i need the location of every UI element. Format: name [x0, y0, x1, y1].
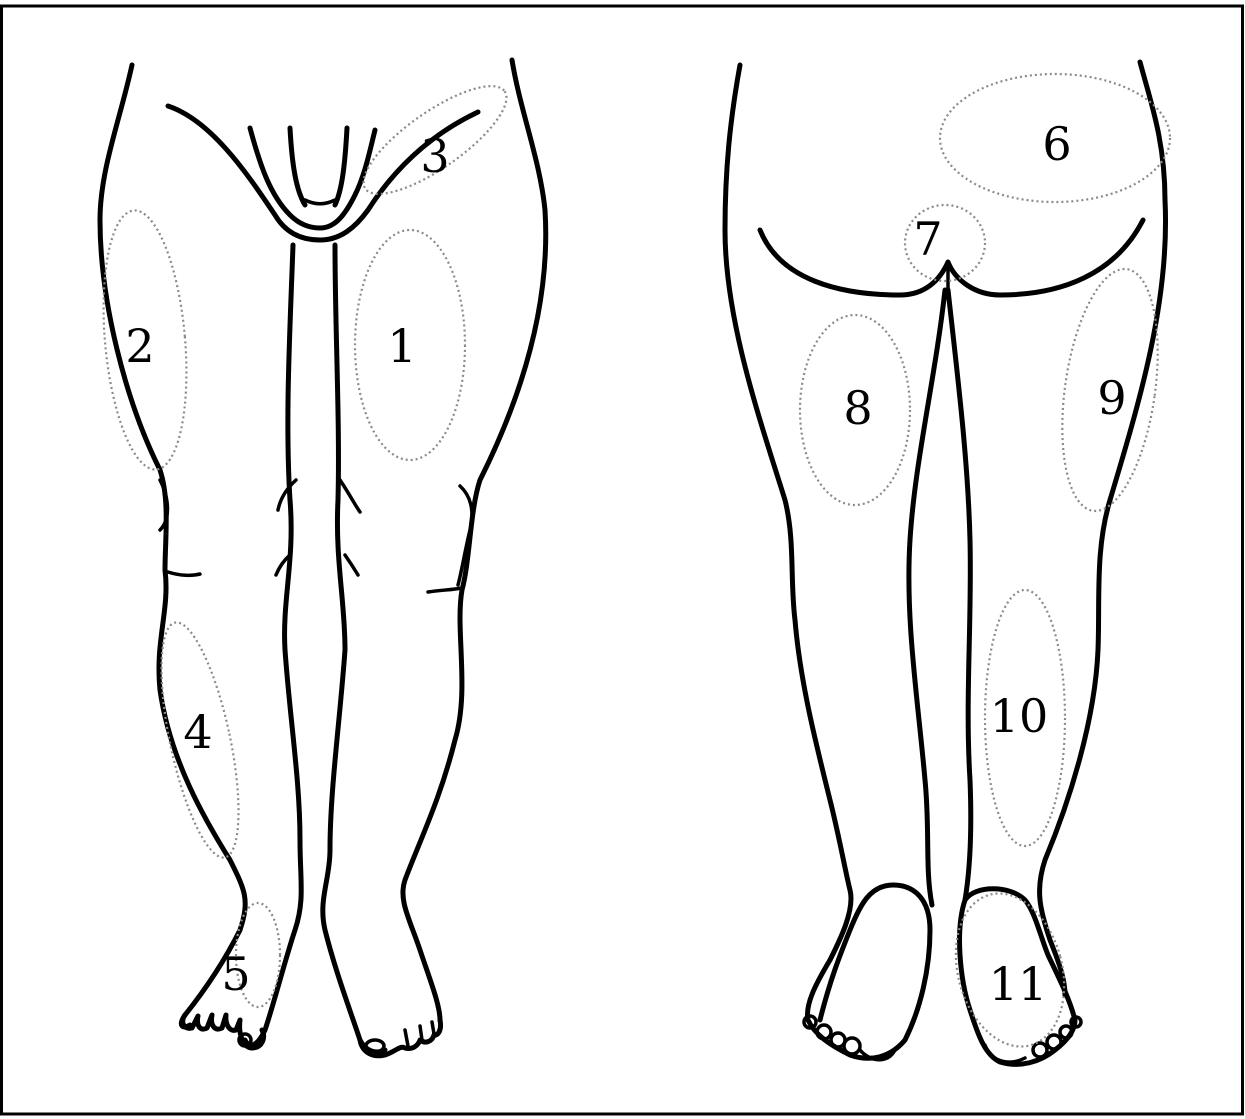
region-label-7: 7 — [913, 212, 942, 266]
front-left-leg-inner-outline — [323, 245, 385, 1052]
back-left-foot — [807, 885, 930, 1058]
figure-border — [2, 6, 1243, 1114]
front-left-leg-outer-outline — [403, 60, 546, 1020]
region-labels: 1 2 3 4 5 6 7 8 9 10 11 — [125, 117, 1126, 1011]
region-label-5: 5 — [221, 947, 250, 1001]
injection-regions — [94, 68, 1172, 1058]
region-label-3: 3 — [420, 129, 449, 183]
region-label-1: 1 — [387, 319, 416, 373]
front-left-knee-line-inner — [340, 480, 360, 512]
region-label-2: 2 — [125, 319, 154, 373]
region-label-9: 9 — [1097, 371, 1126, 425]
front-left-knee-line-bottom — [428, 588, 462, 592]
back-gluteal-curve — [760, 220, 1143, 295]
back-right-leg-inner-outline — [948, 290, 971, 900]
region-label-10: 10 — [990, 689, 1049, 743]
front-genital-outline — [250, 128, 375, 228]
back-left-leg-inner-outline — [909, 290, 945, 905]
front-right-leg-inner-outline — [245, 245, 301, 1045]
front-view — [100, 60, 546, 1056]
region-label-4: 4 — [183, 705, 212, 759]
back-right-leg-outer-outline — [1040, 62, 1166, 995]
region-label-11: 11 — [989, 957, 1048, 1011]
front-genital-inner-right — [335, 128, 347, 205]
region-label-8: 8 — [843, 381, 872, 435]
front-right-leg-outer-outline — [100, 65, 245, 1027]
front-right-knee-line-bottom — [168, 572, 200, 575]
front-genital-inner-left — [290, 128, 305, 205]
back-left-toes — [804, 1016, 895, 1060]
back-left-leg-outer-outline — [725, 65, 851, 960]
back-view — [725, 62, 1166, 1064]
front-genital-tip — [305, 200, 335, 204]
region-label-6: 6 — [1042, 117, 1071, 171]
front-left-knee-line-inner-bottom — [345, 555, 358, 575]
